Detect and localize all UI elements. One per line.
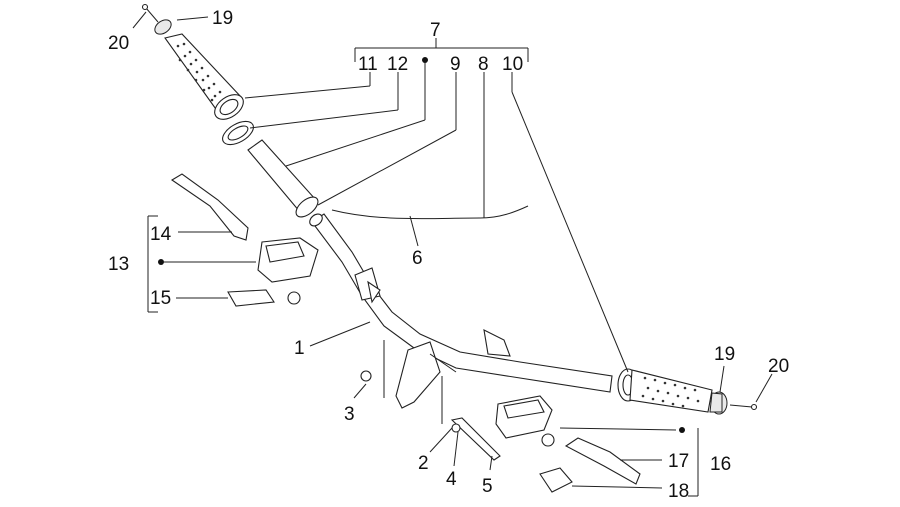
callout-20-right: 20	[768, 356, 789, 377]
callout-19-right: 19	[714, 344, 735, 365]
right-bar-end-weight	[709, 391, 758, 415]
callout-11: 11	[358, 54, 378, 75]
callout-14: 14	[150, 224, 172, 245]
callout-5: 5	[482, 476, 493, 497]
right-brake-lever	[564, 437, 641, 485]
throttle-cable	[331, 205, 529, 220]
center-bracket	[360, 341, 501, 461]
bullet-dot-left	[158, 259, 164, 265]
callout-20-top: 20	[108, 33, 129, 54]
callout-17: 17	[668, 451, 689, 472]
right-clamp	[539, 467, 573, 493]
callout-10: 10	[502, 54, 523, 75]
bullet-dot-right	[679, 427, 685, 433]
throttle-tube	[247, 139, 319, 218]
left-grip	[164, 33, 244, 120]
leader-lines	[132, 11, 773, 497]
washer-ring-inner	[227, 125, 249, 141]
callout-7: 7	[430, 20, 441, 41]
callout-12: 12	[387, 54, 408, 75]
left-clamp	[227, 289, 275, 307]
left-master-cylinder	[257, 237, 319, 305]
callout-4: 4	[446, 469, 457, 490]
callout-13: 13	[108, 254, 129, 275]
handlebar-tube	[309, 213, 613, 393]
callout-labels: 19 20 7 11 12 9 8 10 6 14 13 15 1 3 2 4 …	[108, 8, 789, 502]
callout-2: 2	[418, 453, 429, 474]
right-grip	[617, 368, 713, 413]
callout-6: 6	[412, 248, 423, 269]
callout-15: 15	[150, 288, 171, 309]
callout-18: 18	[668, 481, 689, 502]
left-bar-end-weight	[141, 3, 172, 35]
callout-1: 1	[294, 338, 305, 359]
callout-19-top: 19	[212, 8, 233, 29]
bullet-dot-top	[422, 57, 428, 63]
callout-3: 3	[344, 404, 355, 425]
callout-8: 8	[478, 54, 489, 75]
right-master-cylinder	[495, 395, 555, 447]
callout-9: 9	[450, 54, 461, 75]
callout-16: 16	[710, 454, 731, 475]
left-brake-lever	[170, 173, 249, 241]
